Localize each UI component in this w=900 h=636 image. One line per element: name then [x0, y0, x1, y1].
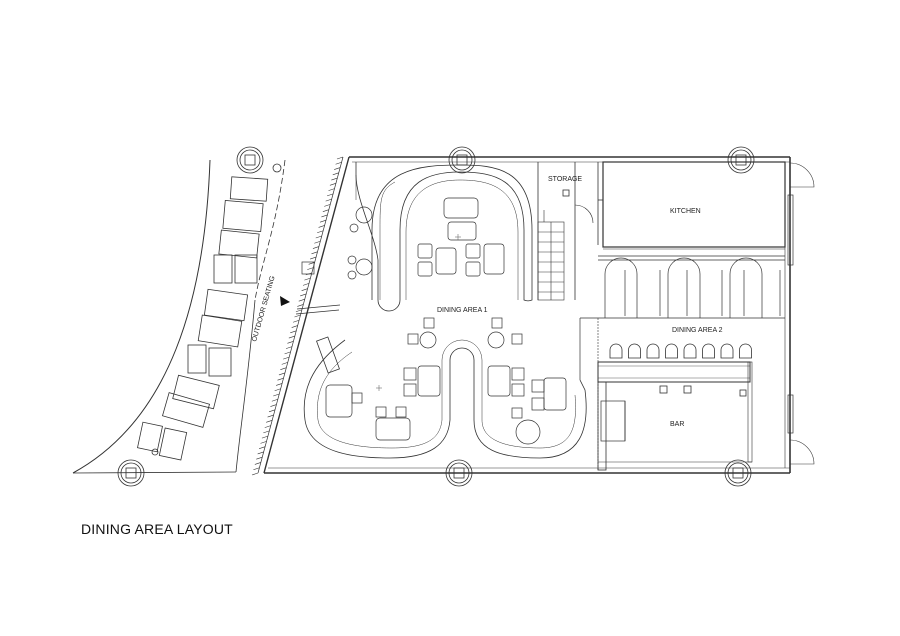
staircase [537, 210, 565, 301]
facade-hatch-tick [284, 351, 291, 355]
dining-area-1-furniture [301, 197, 567, 445]
facade-hatch-tick [251, 472, 259, 476]
dining-area-1-serpentine-bottom [303, 336, 587, 459]
facade-hatch-tick [253, 467, 260, 471]
drawing-caption: DINING AREA LAYOUT [81, 521, 233, 537]
facade-hatch-tick [257, 451, 264, 455]
room-label-kitchen: KITCHEN [670, 208, 701, 215]
bar-stools [609, 343, 752, 359]
outdoor-seating-area [72, 159, 286, 474]
facade-hatch-tick [336, 156, 344, 160]
facade-hatch-tick [311, 251, 318, 255]
column-marker [117, 459, 145, 487]
facade-hatch-tick [328, 188, 335, 191]
facade-hatch-tick [295, 309, 303, 313]
bar-stool [702, 343, 715, 359]
facade-hatch-tick [288, 335, 295, 339]
facade-hatch-tick [314, 240, 321, 244]
facade-hatch-tick [294, 314, 301, 318]
room-label-bar: BAR [670, 421, 684, 428]
facade-hatch-tick [277, 377, 284, 381]
facade-hatch-tick [291, 325, 298, 328]
kitchen-room [598, 161, 786, 250]
facade-hatch-tick [256, 456, 263, 460]
facade-hatch-tick [304, 277, 311, 281]
bar-stool [683, 343, 697, 359]
facade-hatch-tick [302, 283, 310, 286]
dining-area-1-serpentine-top [355, 162, 533, 312]
bar-stool [646, 343, 660, 359]
storage-room [537, 162, 599, 301]
facade-hatch-tick [254, 462, 261, 465]
facade-hatch-tick [298, 298, 305, 302]
center-marks [376, 234, 461, 391]
facade-hatch-tick [301, 288, 308, 291]
room-label-dining-1: DINING AREA 1 [437, 307, 488, 314]
facade-hatch-tick [280, 367, 287, 370]
dining-area-2-booths [579, 255, 785, 380]
facade-hatch-tick [258, 446, 266, 449]
facade-hatch-tick [319, 219, 327, 223]
facade-hatch-tick [273, 393, 280, 397]
column-marker [445, 459, 473, 487]
column-marker [236, 146, 264, 174]
facade-hatch-tick [278, 372, 286, 376]
room-label-dining-2: DINING AREA 2 [672, 327, 723, 334]
bar-stool [628, 343, 641, 359]
facade-hatch-tick [275, 383, 283, 386]
facade-hatch-tick [326, 193, 334, 197]
facade-hatch-tick [283, 356, 290, 360]
facade-hatch-tick [334, 167, 341, 170]
bar-stool [609, 343, 623, 359]
bar-stool [739, 343, 752, 359]
column-marker [727, 146, 755, 174]
entry-arrow-icon [280, 296, 290, 306]
facade-hatch-tick [266, 420, 273, 423]
facade-hatch-tick [318, 225, 325, 228]
facade-hatch-tick [270, 404, 277, 407]
column-marker [724, 459, 752, 487]
facade-hatch-tick [287, 341, 294, 344]
facade-hatch-tick [312, 246, 320, 249]
facade-hatch-tick [329, 183, 337, 186]
facade-hatch-tick [309, 256, 317, 260]
facade-hatch-tick [285, 346, 293, 349]
facade-hatch-tick [264, 425, 271, 428]
facade-hatch-tick [315, 235, 322, 239]
facade-hatch-tick [274, 388, 281, 392]
facade-hatch-tick [307, 267, 314, 270]
room-label-outdoor: OUTDOOR SEATING [251, 275, 276, 342]
structural-columns [117, 146, 755, 487]
facade-hatch-tick [332, 172, 339, 176]
facade-hatch-tick [271, 398, 278, 402]
facade-hatch-tick [297, 304, 304, 307]
facade-hatch-tick [263, 430, 270, 434]
slanted-facade-wall [257, 156, 350, 474]
facade-hatch-tick [321, 214, 328, 218]
facade-hatch-tick [300, 293, 307, 297]
facade-hatch-tick [268, 409, 276, 413]
facade-hatch-tick [261, 435, 269, 439]
facade-hatch-tick [331, 177, 338, 181]
bar-area [597, 361, 753, 471]
facade-hatch-tick [260, 441, 267, 444]
facade-hatch-tick [322, 209, 329, 212]
facade-hatch-tick [281, 362, 288, 365]
facade-hatch-tick [324, 204, 331, 207]
facade-hatch-tick [290, 330, 297, 334]
facade-hatch-tick [267, 414, 274, 418]
facade-hatch-tick [325, 198, 332, 202]
facade-hatch-tick [317, 230, 324, 234]
facade-hatch-tick [292, 319, 300, 323]
bar-stool [720, 343, 734, 359]
building-walls [264, 156, 815, 474]
bar-stool [665, 343, 678, 359]
room-label-storage: STORAGE [548, 176, 582, 183]
facade-hatch-tick [335, 161, 342, 165]
column-marker [448, 146, 476, 174]
